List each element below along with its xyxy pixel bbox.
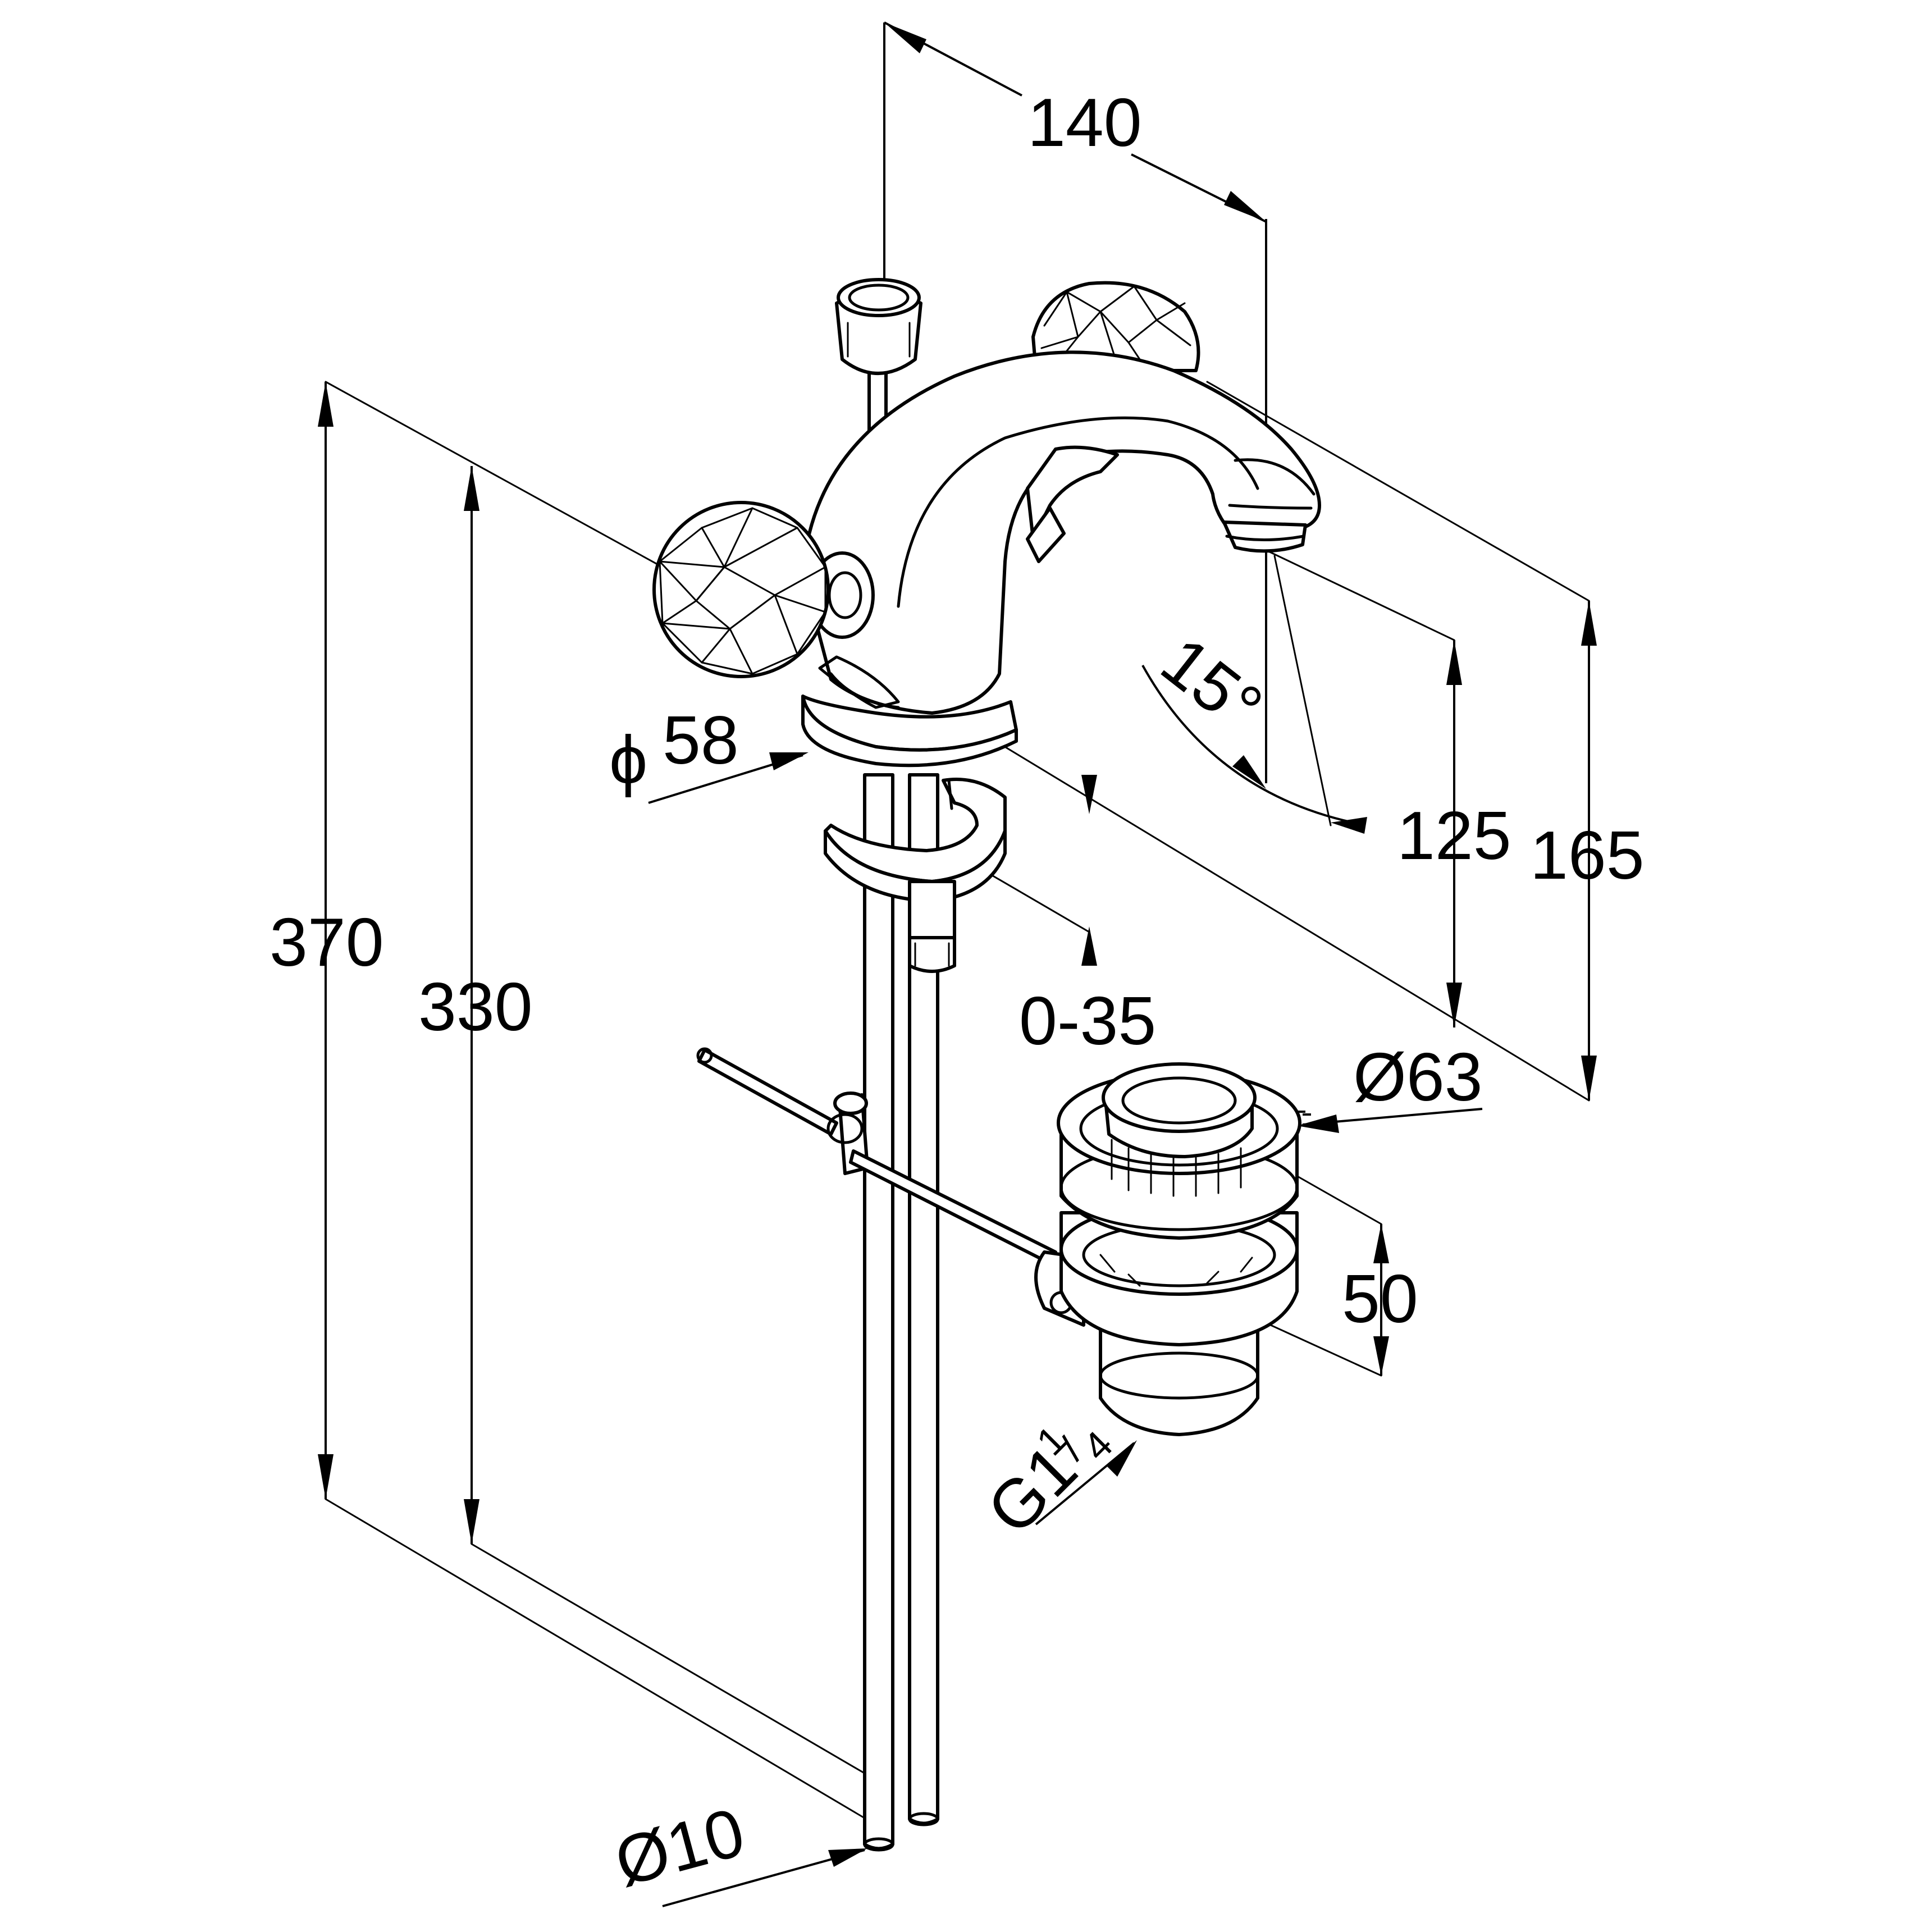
dimension-angle-15: 15° [1141, 555, 1367, 834]
dim-label-125: 125 [1397, 797, 1511, 874]
dimension-0-35: 0-35 [953, 775, 1156, 1059]
dimension-330: 330 [418, 466, 877, 1781]
dim-label-140: 140 [1027, 84, 1142, 161]
dimension-140: 140 [883, 21, 1267, 783]
pop-up-drain [1034, 1062, 1301, 1436]
back-crystal-handle [1031, 281, 1200, 372]
dimension-370: 370 [270, 381, 877, 1826]
dimension-diameter-58: ϕ 58 [609, 702, 809, 804]
front-crystal-handle [652, 501, 900, 709]
dim-label-165: 165 [1530, 817, 1645, 893]
dimension-50: 50 [1178, 1108, 1418, 1377]
dim-label-15-degrees: 15° [1148, 622, 1276, 746]
dimension-thread-g114: G1 1 / 4 [972, 1417, 1137, 1549]
dim-label-330: 330 [418, 969, 533, 1045]
drain-linkage-rod [696, 1047, 1057, 1265]
dim-label-58-symbol: ϕ [609, 721, 647, 798]
dim-label-63: Ø63 [1353, 1039, 1483, 1115]
dim-label-370: 370 [270, 904, 384, 980]
dimension-165: 165 [976, 381, 1645, 1102]
supply-pipes [863, 773, 939, 1852]
dim-label-0-35: 0-35 [1019, 983, 1156, 1059]
dim-label-10: Ø10 [608, 1793, 752, 1901]
dim-label-58: 58 [663, 702, 739, 778]
dim-label-50: 50 [1342, 1260, 1418, 1337]
dimension-diameter-63: Ø63 [1297, 1039, 1483, 1133]
dimension-125: 125 [1265, 549, 1511, 1027]
faucet-spout-body [801, 350, 1321, 768]
mounting-bracket [824, 778, 1007, 973]
dimension-diameter-10: Ø10 [608, 1793, 867, 1907]
